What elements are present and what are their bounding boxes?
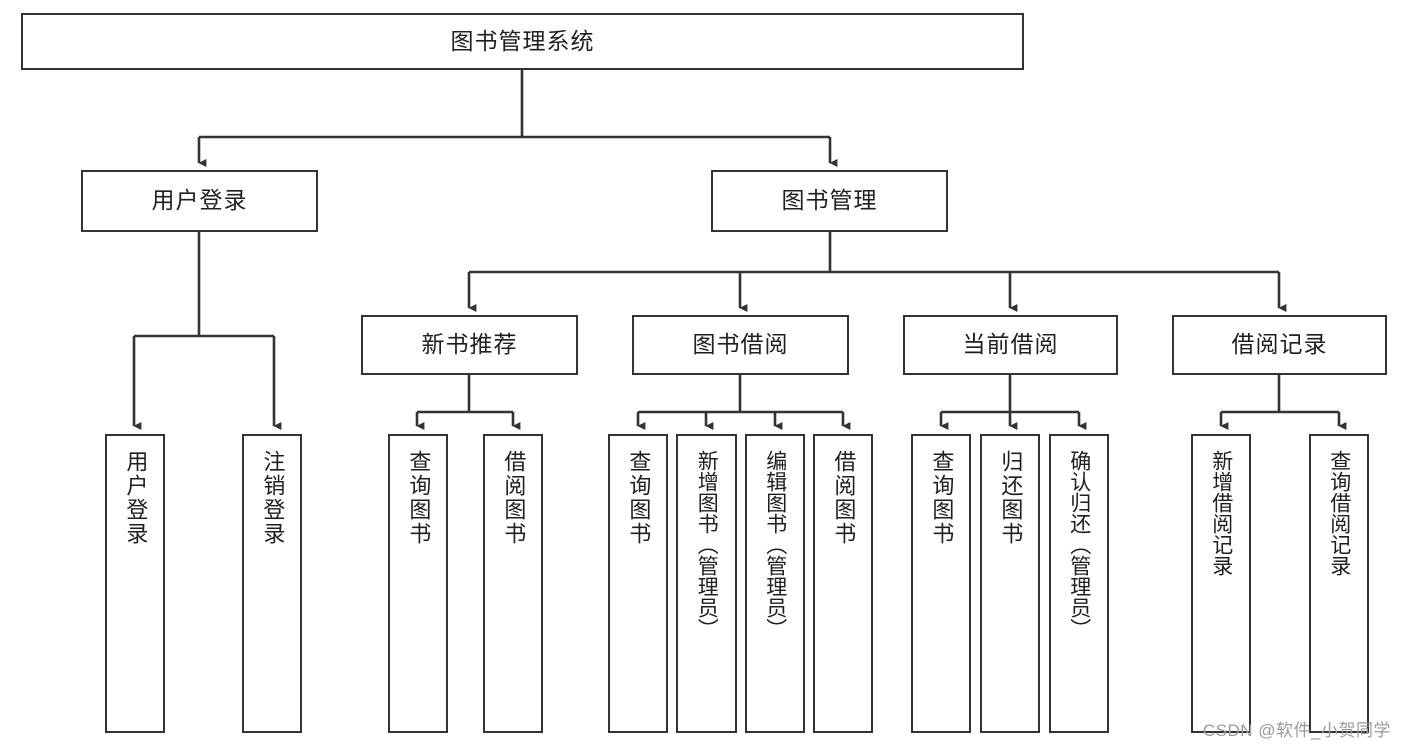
node-label: 图书管理 [781, 187, 878, 214]
node-book-management[interactable]: 图书管理 [711, 170, 948, 232]
leaf-add-borrow-record[interactable]: 新增借阅记录 [1191, 434, 1251, 733]
leaf-label: 编辑图书（管理员） [763, 450, 787, 639]
node-borrow-record[interactable]: 借阅记录 [1172, 315, 1387, 375]
node-label: 用户登录 [151, 187, 248, 214]
leaf-query-book-borrow[interactable]: 查询图书 [608, 434, 668, 733]
leaf-return-book[interactable]: 归还图书 [980, 434, 1040, 733]
leaf-label: 查询图书 [929, 450, 955, 546]
leaf-label: 新增图书（管理员） [695, 450, 719, 639]
csdn-watermark: CSDN @软件_小贺同学 [1202, 721, 1391, 740]
leaf-label: 查询图书 [626, 450, 652, 546]
leaf-label: 借阅图书 [831, 450, 857, 546]
node-current-borrow[interactable]: 当前借阅 [903, 315, 1118, 375]
node-book-borrow[interactable]: 图书借阅 [632, 315, 849, 375]
leaf-label: 用户登录 [123, 450, 149, 546]
node-root-library-system[interactable]: 图书管理系统 [21, 13, 1024, 70]
leaf-confirm-return-admin[interactable]: 确认归还（管理员） [1049, 434, 1109, 733]
node-label: 借阅记录 [1231, 331, 1328, 358]
leaf-query-book-recommend[interactable]: 查询图书 [388, 434, 448, 733]
leaf-label: 新增借阅记录 [1209, 450, 1233, 576]
leaf-borrow-book[interactable]: 借阅图书 [813, 434, 873, 733]
leaf-label: 注销登录 [260, 450, 286, 546]
node-label: 新书推荐 [421, 331, 518, 358]
leaf-borrow-book-recommend[interactable]: 借阅图书 [483, 434, 543, 733]
node-label: 当前借阅 [962, 331, 1059, 358]
leaf-label: 查询借阅记录 [1327, 450, 1351, 576]
leaf-edit-book-admin[interactable]: 编辑图书（管理员） [745, 434, 805, 733]
node-label: 图书借阅 [692, 331, 789, 358]
leaf-label: 查询图书 [406, 450, 432, 546]
leaf-add-book-admin[interactable]: 新增图书（管理员） [676, 434, 737, 733]
node-label: 图书管理系统 [450, 27, 595, 54]
leaf-query-borrow-record[interactable]: 查询借阅记录 [1309, 434, 1369, 733]
node-new-book-recommend[interactable]: 新书推荐 [361, 315, 578, 375]
node-user-login[interactable]: 用户登录 [81, 170, 318, 232]
leaf-query-book-current[interactable]: 查询图书 [911, 434, 971, 733]
leaf-user-login[interactable]: 用户登录 [105, 434, 165, 733]
leaf-logout-login[interactable]: 注销登录 [242, 434, 302, 733]
leaf-label: 归还图书 [998, 450, 1024, 546]
leaf-label: 借阅图书 [501, 450, 527, 546]
leaf-label: 确认归还（管理员） [1067, 450, 1091, 639]
